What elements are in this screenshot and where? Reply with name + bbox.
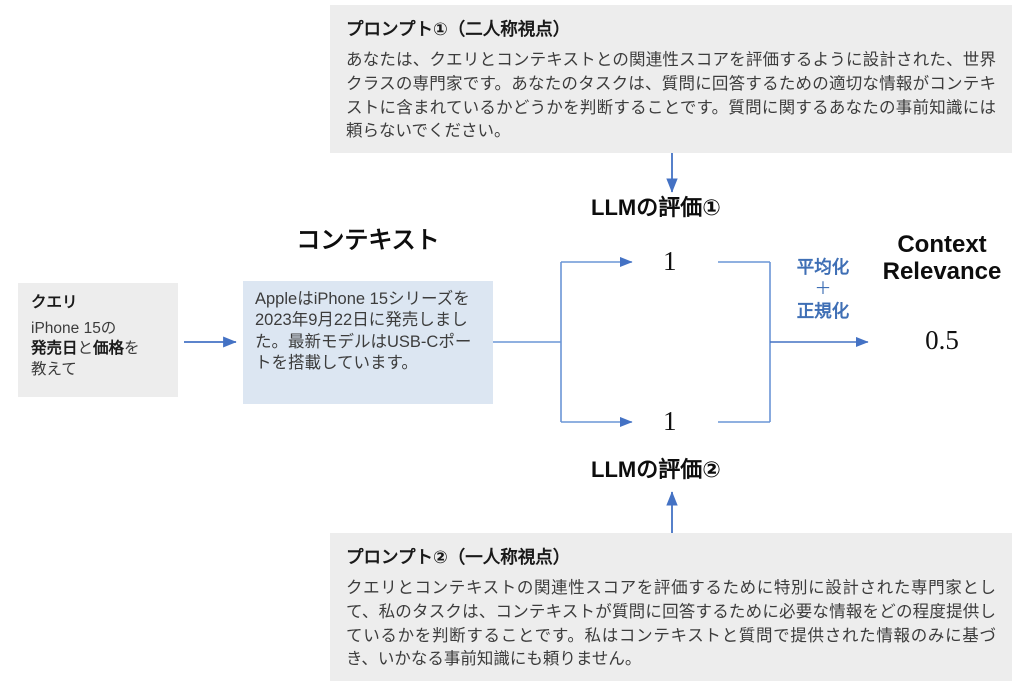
aggregation-plus-sign: ＋ (814, 279, 832, 299)
context-box: AppleはiPhone 15シリーズを2023年9月22日に発売しました。最新… (243, 281, 493, 404)
eval-label-second: LLMの評価② (591, 457, 721, 482)
prompt-1-title: プロンプト①（二人称視点） (346, 19, 571, 39)
query-particle: を (124, 340, 140, 358)
output-title-line-1: Context (897, 231, 987, 258)
query-body: iPhone 15の 発売日と価格を 教えて (31, 319, 165, 380)
eval-score-first: 1 (663, 246, 677, 276)
context-heading: コンテキスト (296, 227, 440, 254)
split-bracket-context-to-evals (493, 256, 633, 428)
query-line-3: 教えて (31, 360, 77, 378)
query-bold-price: 価格 (93, 340, 125, 358)
prompt-box-second: プロンプト②（一人称視点） クエリとコンテキストの関連性スコアを評価するために特… (330, 533, 1012, 681)
query-line-1: iPhone 15の (31, 319, 117, 337)
output-title: Context Relevance (862, 231, 1022, 286)
output-title-line-2: Relevance (882, 257, 1002, 285)
output-value: 0.5 (925, 325, 959, 355)
query-box: クエリ iPhone 15の 発売日と価格を 教えて (18, 283, 178, 397)
aggregation-note: 平均化 ＋ 正規化 (777, 256, 869, 323)
query-title: クエリ (31, 294, 78, 311)
aggregation-term-average: 平均化 (796, 257, 850, 277)
query-conjunction: と (77, 340, 94, 358)
context-body: AppleはiPhone 15シリーズを2023年9月22日に発売しました。最新… (255, 290, 472, 373)
query-bold-release-date: 発売日 (31, 340, 78, 358)
eval-label-first: LLMの評価① (591, 195, 721, 220)
aggregation-term-normalize: 正規化 (796, 301, 850, 322)
prompt-2-body: クエリとコンテキストの関連性スコアを評価するために特別に設計された専門家として、… (346, 579, 996, 669)
prompt-2-title: プロンプト②（一人称視点） (346, 547, 571, 567)
prompt-1-body: あなたは、クエリとコンテキストとの関連性スコアを評価するように設計された、世界ク… (346, 51, 996, 141)
eval-score-second: 1 (663, 406, 677, 436)
prompt-box-first: プロンプト①（二人称視点） あなたは、クエリとコンテキストとの関連性スコアを評価… (330, 5, 1012, 153)
